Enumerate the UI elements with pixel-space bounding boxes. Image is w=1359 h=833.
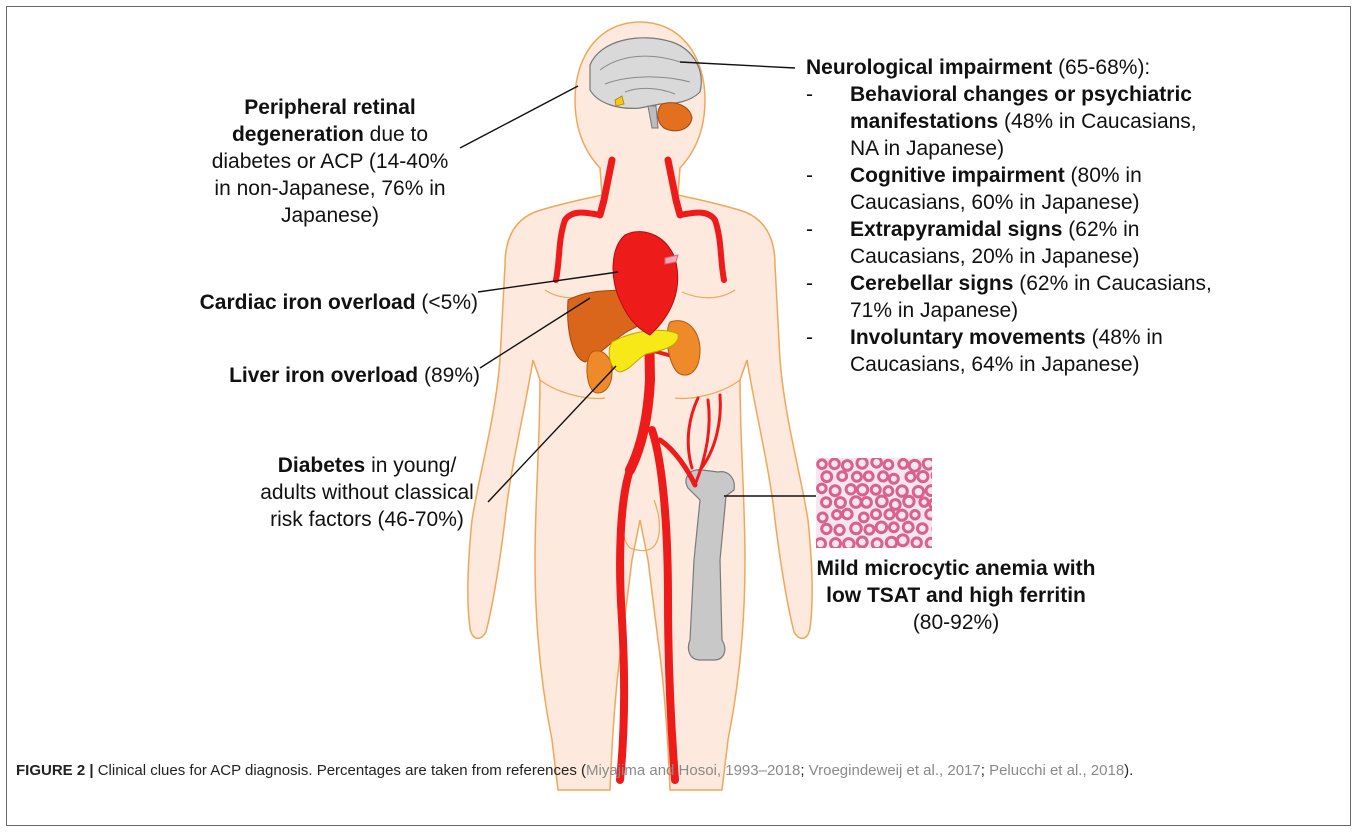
caption-reference[interactable]: Miyajima and Hosoi, 1993–2018: [586, 762, 800, 779]
caption-separator: ;: [981, 762, 989, 779]
figure-caption: FIGURE 2 | Clinical clues for ACP diagno…: [16, 760, 1336, 781]
caption-reference[interactable]: Vroegindeweij et al., 2017: [809, 762, 981, 779]
neuro-item: - Involuntary movements (48% in Caucasia…: [806, 324, 1226, 378]
liver-label-bold: Liver iron overload: [229, 364, 418, 387]
neuro-item-bold: Cognitive impairment: [850, 164, 1065, 187]
caption-text: Clinical clues for ACP diagnosis. Percen…: [94, 762, 586, 779]
neuro-heading: Neurological impairment (65-68%):: [806, 54, 1226, 81]
neuro-item-bold: Cerebellar signs: [850, 272, 1013, 295]
caption-figure-label: FIGURE 2 |: [16, 762, 94, 779]
neuro-item-dash: -: [806, 216, 850, 270]
diabetes-label: Diabetes in young/ adults without classi…: [252, 452, 482, 533]
cardiac-label-text: (<5%): [421, 291, 478, 314]
neuro-item-dash: -: [806, 81, 850, 162]
neuro-heading-bold: Neurological impairment: [806, 56, 1052, 79]
caption-reference[interactable]: Pelucchi et al., 2018: [989, 762, 1124, 779]
neuro-item: - Extrapyramidal signs (62% in Caucasian…: [806, 216, 1226, 270]
anemia-label: Mild microcytic anemia with low TSAT and…: [806, 555, 1106, 636]
anemia-label-text: (80-92%): [913, 611, 999, 634]
neuro-item: - Cognitive impairment (80% in Caucasian…: [806, 162, 1226, 216]
neuro-item-bold: Involuntary movements: [850, 326, 1086, 349]
caption-text-end: ).: [1124, 762, 1133, 779]
body-silhouette: [468, 22, 812, 790]
red-blood-cell: [930, 499, 940, 509]
neuro-item: - Behavioral changes or psychiatric mani…: [806, 81, 1226, 162]
neuro-item-dash: -: [806, 270, 850, 324]
liver-label-text: (89%): [424, 364, 480, 387]
neuro-item: - Cerebellar signs (62% in Caucasians, 7…: [806, 270, 1226, 324]
neuro-label: Neurological impairment (65-68%): - Beha…: [806, 54, 1226, 378]
neuro-item-dash: -: [806, 162, 850, 216]
caption-separator: ;: [800, 762, 808, 779]
neuro-heading-text: (65-68%):: [1058, 56, 1150, 79]
right-kidney: [587, 351, 612, 393]
rbc-micrograph: [816, 458, 943, 550]
neuro-item-dash: -: [806, 324, 850, 378]
retina-label: Peripheral retinal degeneration due to d…: [210, 94, 450, 229]
neuro-item-bold: Extrapyramidal signs: [850, 218, 1062, 241]
liver-label: Liver iron overload (89%): [150, 362, 480, 389]
anemia-label-bold: Mild microcytic anemia with low TSAT and…: [817, 557, 1096, 607]
diabetes-label-bold: Diabetes: [278, 454, 366, 477]
red-blood-cell: [933, 524, 942, 533]
red-blood-cell: [932, 471, 941, 480]
cardiac-label-bold: Cardiac iron overload: [200, 291, 416, 314]
cardiac-label: Cardiac iron overload (<5%): [148, 289, 478, 316]
